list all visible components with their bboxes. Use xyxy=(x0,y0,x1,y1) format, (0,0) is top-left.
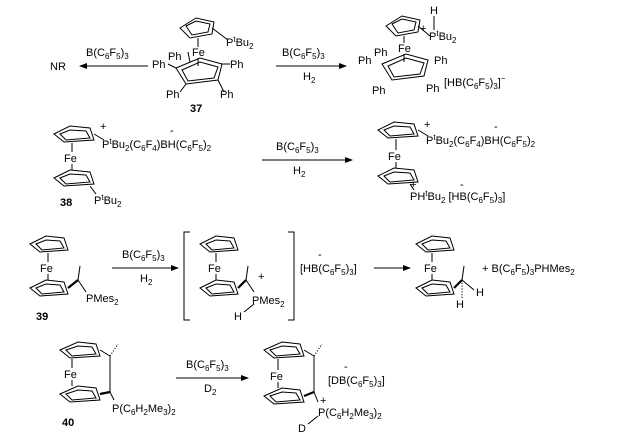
reaction4-d2: D2 xyxy=(204,383,217,397)
plus-charge-p2b: + xyxy=(410,179,416,191)
reaction3-intermediate-h: H xyxy=(234,311,242,323)
compound-number-40: 40 xyxy=(62,417,74,429)
ph-label-lower-right: Ph xyxy=(220,89,233,101)
minus-charge-p2b: - xyxy=(460,179,464,191)
plus-charge: + xyxy=(420,23,426,35)
reaction3-intermediate-anion: [HB(C6F5)3] xyxy=(300,263,357,277)
reaction2-lower-phosphine: PtBu2 xyxy=(94,193,122,209)
reaction1-product: H PtBu2 + Fe Ph Ph Ph Ph Ph [HB(C6F5)3]− xyxy=(358,5,506,97)
reaction1-right-reagent: B(C6F5)3 xyxy=(282,47,325,61)
reaction1-product-anion: [HB(C6F5)3]− xyxy=(444,74,506,91)
reaction4-product-d: D xyxy=(298,423,306,435)
minus-charge-38: - xyxy=(170,125,174,137)
reaction4-reagent: B(C6F5)3 xyxy=(186,359,229,373)
reaction1-left-arrow: B(C6F5)3 NR xyxy=(50,47,148,73)
reaction1-compound37: PtBu2 Fe Ph Ph Ph Ph Ph 37 xyxy=(152,17,254,115)
ph-label-upper-left: Ph xyxy=(168,51,181,63)
reaction4-fe: Fe xyxy=(64,369,77,381)
reaction2-chain: PtBu2(C6F4)BH(C6F5)2 xyxy=(102,137,212,153)
reaction2-reagent: B(C6F5)3 xyxy=(276,141,319,155)
reaction1-product-fe: Fe xyxy=(398,43,411,55)
compound-number-37: 37 xyxy=(190,103,202,115)
plus-charge-p4: + xyxy=(320,395,326,407)
reaction1-right-arrow: B(C6F5)3 H2 xyxy=(276,47,347,85)
reaction1-h2: H2 xyxy=(303,71,316,85)
reaction2-product-fe: Fe xyxy=(388,151,401,163)
ph-label-left: Ph xyxy=(152,59,165,71)
reaction3-phosphine: PMes2 xyxy=(86,293,119,307)
reaction2-product-lower: PHtBu2 [HB(C6F5)3] xyxy=(410,189,505,205)
reaction1-left-reagent: B(C6F5)3 xyxy=(86,47,129,61)
reaction3-reagent: B(C6F5)3 xyxy=(122,249,165,263)
reaction1-product-h: H xyxy=(430,5,438,17)
reaction3-intermediate-fe: Fe xyxy=(208,263,221,275)
reaction3-product: Fe H H + B(C6F5)3PHMes2 xyxy=(415,235,575,311)
reaction2-product-chain: PtBu2(C6F4)BH(C6F5)2 xyxy=(426,133,536,149)
ph-label-p1: Ph xyxy=(358,55,371,67)
reaction4-compound40: Fe P(C6H2Me3)2 40 xyxy=(59,341,176,429)
ph-label-p2: Ph xyxy=(374,47,387,59)
reaction1-fe-label: Fe xyxy=(192,47,205,59)
ph-label-p4: Ph xyxy=(372,85,385,97)
minus-charge-p2: - xyxy=(494,121,498,133)
reaction1-nr-label: NR xyxy=(50,61,66,73)
compound-number-39: 39 xyxy=(36,311,48,323)
minus-charge-int: - xyxy=(318,249,322,261)
reaction2-compound38: + PtBu2(C6F4)BH(C6F5)2 - Fe PtBu2 38 xyxy=(53,121,212,209)
reaction4-product-anion: [DB(C6F5)3] xyxy=(328,375,385,389)
reaction1-product-phosphonium: PtBu2 xyxy=(429,29,457,45)
ph-label-right: Ph xyxy=(230,59,243,71)
reaction2-fe: Fe xyxy=(64,153,77,165)
reaction4-product-phosphonium: P(C6H2Me3)2 xyxy=(318,407,382,421)
reaction3-compound39: Fe PMes2 39 xyxy=(29,235,119,323)
reaction4-product: Fe + P(C6H2Me3)2 D [DB(C6F5)3] - xyxy=(263,341,385,435)
reaction4-arrow: B(C6F5)3 D2 xyxy=(176,359,249,397)
reaction3-intermediate-phosphonium: PMes2 xyxy=(252,295,285,309)
reaction3-fe: Fe xyxy=(40,263,53,275)
compound-number-38: 38 xyxy=(60,197,72,209)
reaction3-intermediate: Fe + PMes2 H [HB(C6F5)3] - xyxy=(183,231,357,323)
reaction3-byproduct: + B(C6F5)3PHMes2 xyxy=(482,263,575,277)
minus-charge-p4: - xyxy=(344,361,348,373)
reaction3-product-fe: Fe xyxy=(424,263,437,275)
reaction4-product-fe: Fe xyxy=(270,371,283,383)
plus-charge-38: + xyxy=(100,121,106,133)
reaction2-arrow: B(C6F5)3 H2 xyxy=(262,141,353,179)
reaction3-product-h1: H xyxy=(456,299,464,311)
ph-label-p5: Ph xyxy=(426,83,439,95)
reaction4-phosphine: P(C6H2Me3)2 xyxy=(112,403,176,417)
reaction3-h2: H2 xyxy=(140,273,153,287)
reaction2-product: + PtBu2(C6F4)BH(C6F5)2 - Fe PHtBu2 [HB(C… xyxy=(377,119,536,205)
plus-charge-p2: + xyxy=(424,119,430,131)
reaction1-phosphine-label: PtBu2 xyxy=(226,35,254,51)
ph-label-p3: Ph xyxy=(434,55,447,67)
reaction3-arrow: B(C6F5)3 H2 xyxy=(112,249,179,287)
reaction2-h2: H2 xyxy=(293,165,306,179)
plus-charge-int: + xyxy=(258,271,264,283)
ph-label-lower-left: Ph xyxy=(166,89,179,101)
reaction3-product-h2: H xyxy=(476,287,484,299)
